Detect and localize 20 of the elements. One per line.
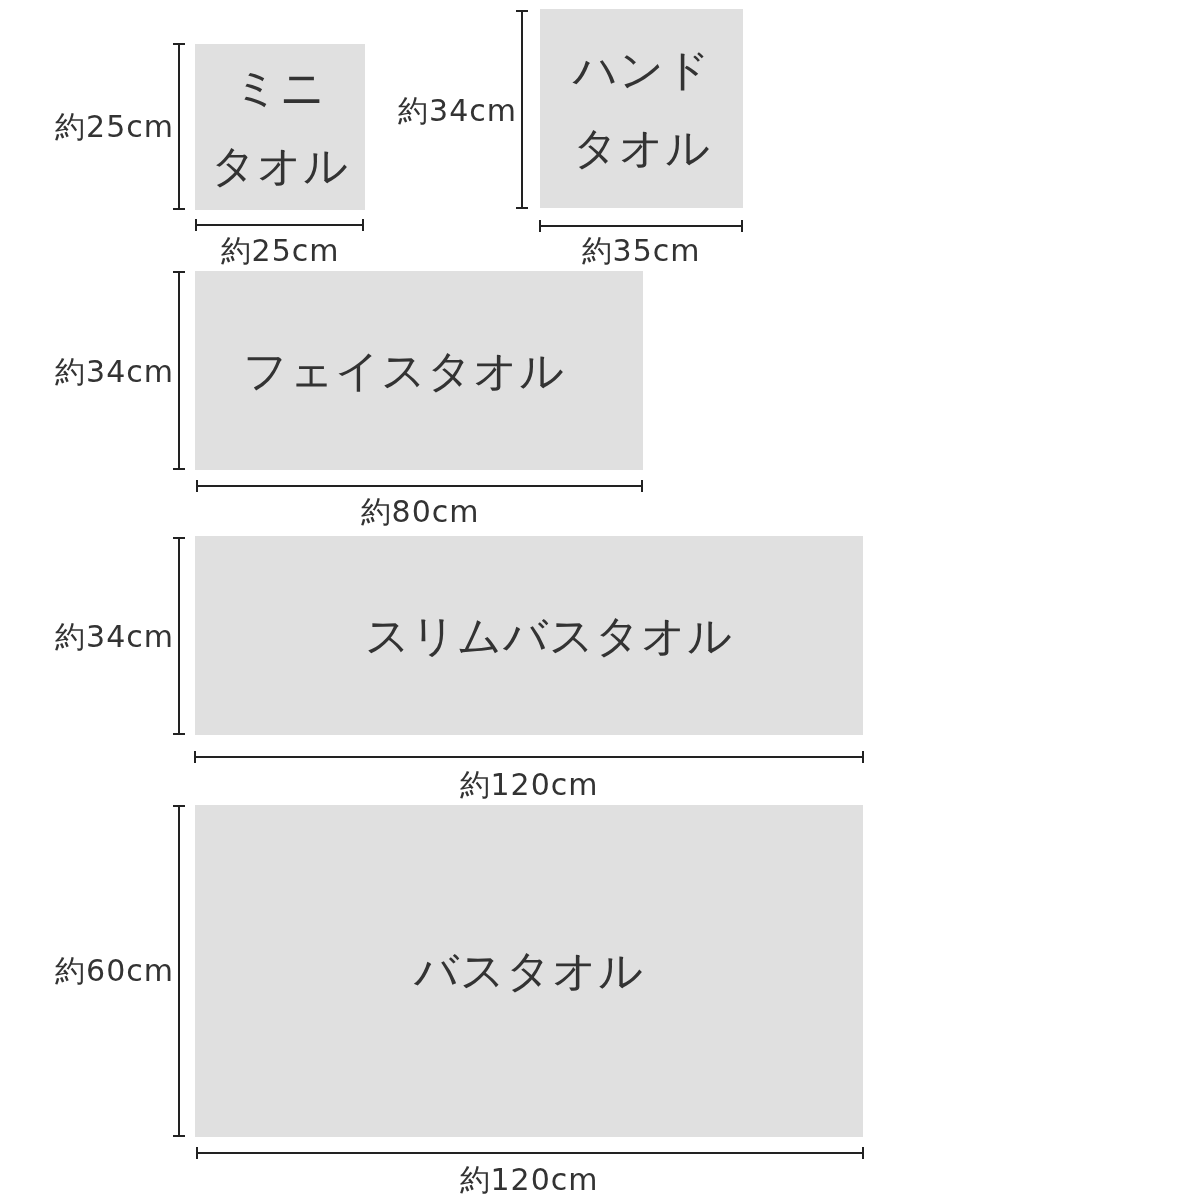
dimension-label: 約25cm [55,110,174,144]
towel-rectangle [195,536,863,735]
towel-rectangle [195,271,643,470]
towel-name: ハンドタオル [572,42,711,175]
towel-name: スリムバスタオル [365,608,733,663]
dimension-label: 約34cm [398,94,517,128]
towel-name: バスタオル [414,944,644,998]
dimension-label: 約34cm [55,355,174,389]
dimension-label: 約120cm [459,768,599,802]
dimension-label: 約34cm [55,620,174,654]
towel-name: フェイスタオル [243,343,565,398]
dimension-label: 約80cm [360,495,480,529]
towel-rectangle [540,9,743,208]
dimension-label: 約60cm [55,954,174,988]
dimension-label: 約35cm [581,234,701,268]
towel-rectangle [195,44,365,210]
dimension-label: 約25cm [220,234,340,268]
dimension-label: 約120cm [459,1163,599,1197]
towel-name: ミニタオル [211,61,349,193]
towel-rectangle [195,805,863,1137]
